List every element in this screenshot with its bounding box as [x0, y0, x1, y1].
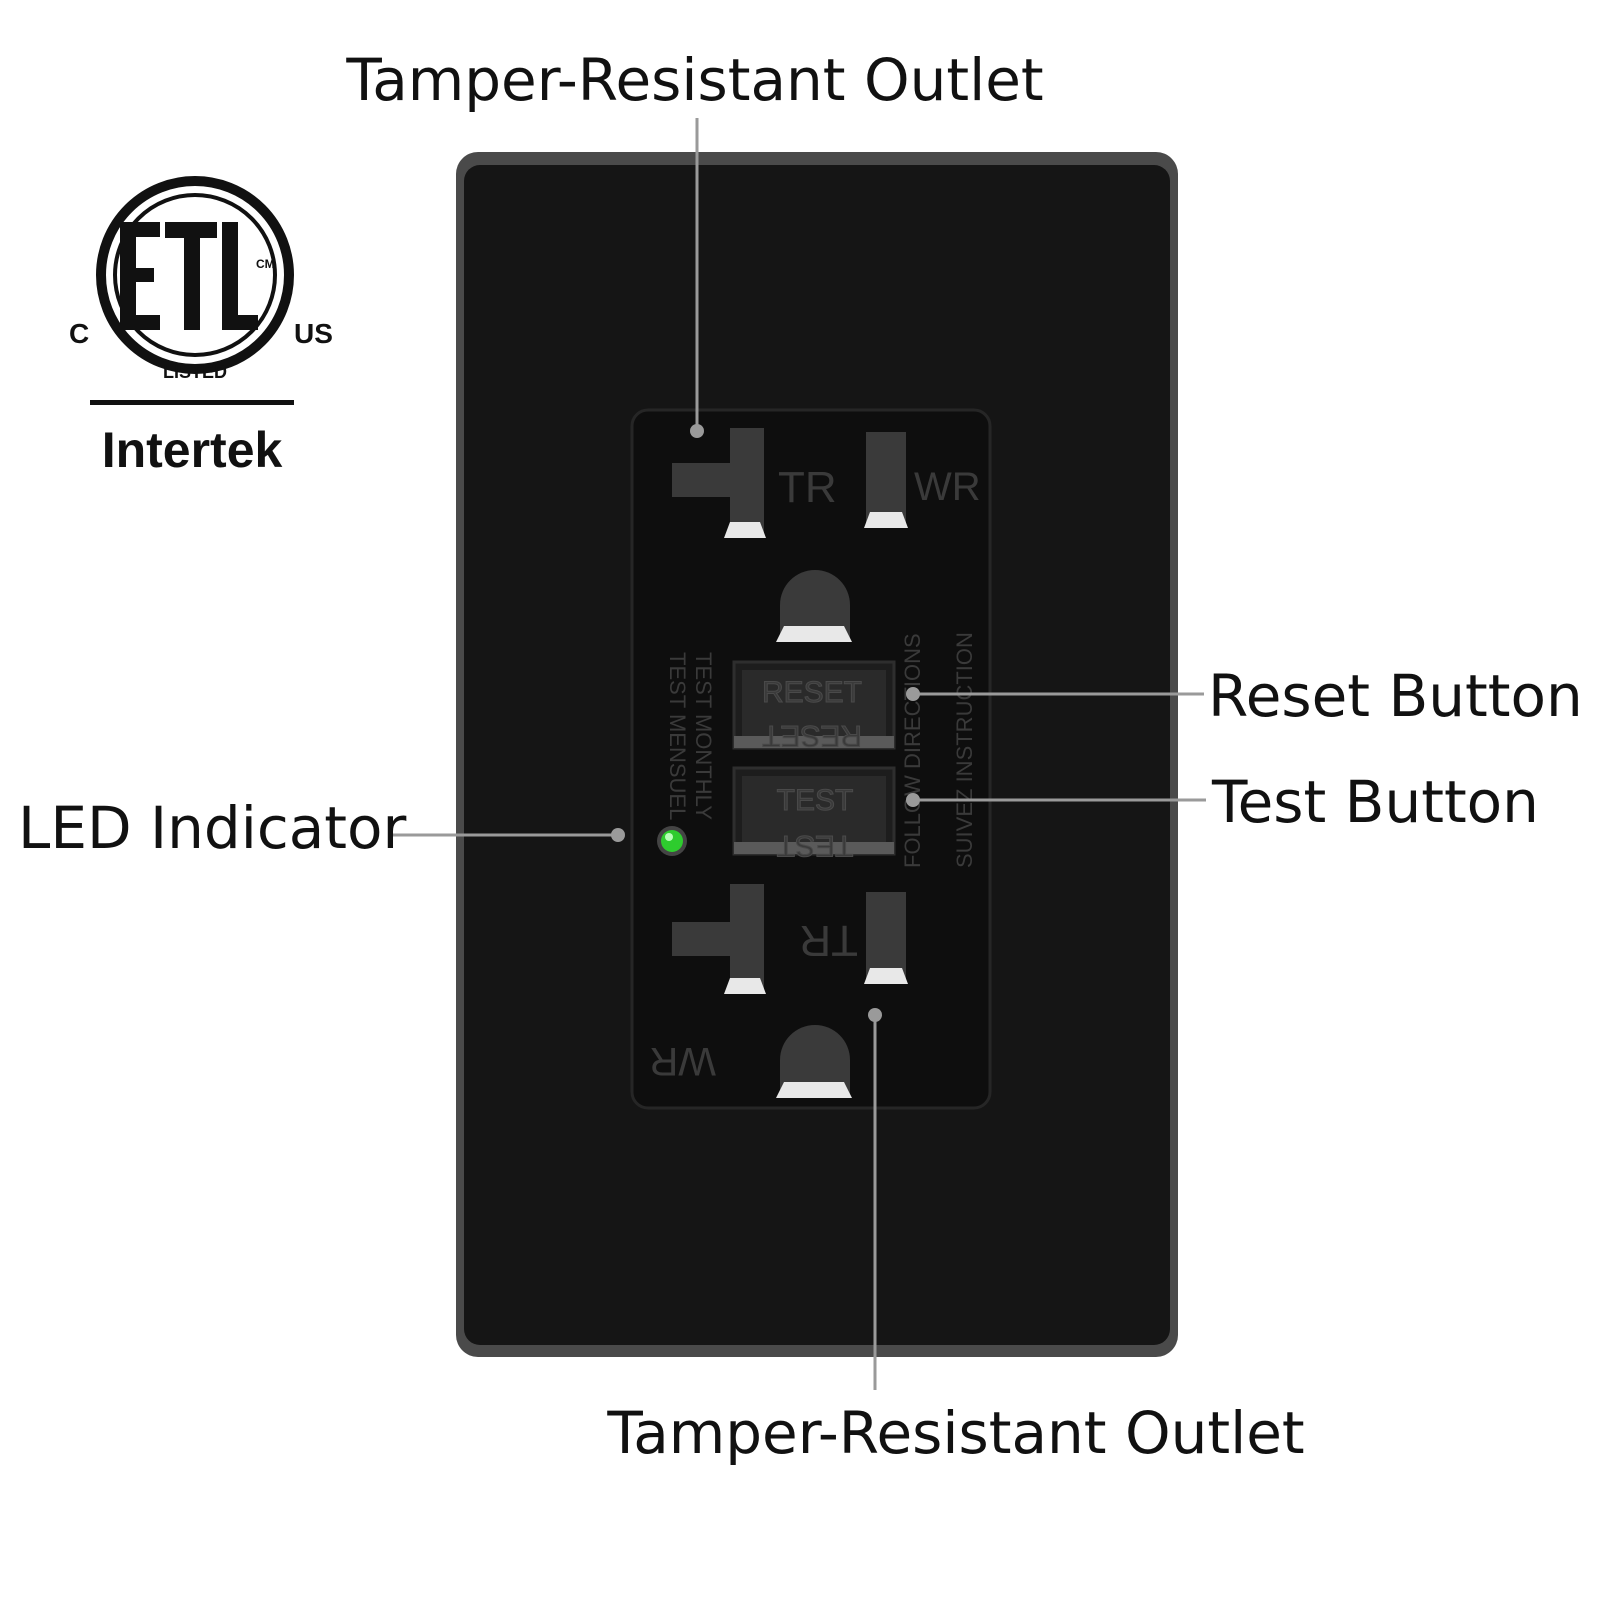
test-monthly-text: TEST MONTHLY	[691, 652, 716, 820]
suivez-instruction-text: SUIVEZ INSTRUCTION	[952, 632, 977, 868]
c-mark: C	[69, 318, 89, 349]
callout-top-outlet: Tamper-Resistant Outlet	[345, 46, 1043, 114]
test-label: TEST	[777, 784, 854, 817]
callout-bottom-outlet: Tamper-Resistant Outlet	[606, 1399, 1304, 1467]
led-indicator	[657, 826, 687, 856]
hot-slot-icon	[730, 884, 764, 994]
test-label-inverted: TEST	[777, 829, 854, 862]
t-slot-icon	[672, 922, 734, 956]
reset-label-inverted: RESET	[762, 719, 862, 752]
reset-label: RESET	[762, 676, 862, 709]
listed-mark: LISTED	[163, 362, 227, 382]
callout-test-button: Test Button	[1211, 768, 1539, 836]
us-mark: US	[294, 318, 333, 349]
ground-hole-icon	[780, 570, 850, 640]
wr-label-bottom: WR	[649, 1039, 716, 1083]
test-mensuel-text: TEST MENSUEL	[665, 652, 690, 820]
leader-lines	[392, 118, 1206, 1390]
bottom-outlet: TR WR	[649, 884, 908, 1098]
hot-slot-icon	[730, 428, 764, 538]
tr-label-bottom: TR	[799, 916, 858, 965]
reset-button[interactable]: RESET RESET	[732, 660, 896, 753]
callout-reset-button: Reset Button	[1208, 662, 1583, 730]
ground-hole-icon	[780, 1025, 850, 1096]
top-outlet: TR WR	[672, 428, 981, 642]
t-slot-icon	[672, 463, 734, 497]
etl-listed-logo: CM C US LISTED Intertek	[69, 176, 333, 478]
cm-mark: CM	[256, 257, 275, 271]
wr-label-top: WR	[914, 465, 981, 509]
tr-label-top: TR	[778, 463, 837, 512]
gfci-receptacle: TR WR RESET RESET TEST TEST TEST MONTHLY…	[630, 408, 992, 1110]
callout-led-indicator: LED Indicator	[18, 794, 407, 862]
intertek-wordmark: Intertek	[102, 422, 283, 478]
test-button[interactable]: TEST TEST	[732, 766, 896, 863]
follow-directions-text: FOLLOW DIRECTIONS	[900, 633, 925, 868]
